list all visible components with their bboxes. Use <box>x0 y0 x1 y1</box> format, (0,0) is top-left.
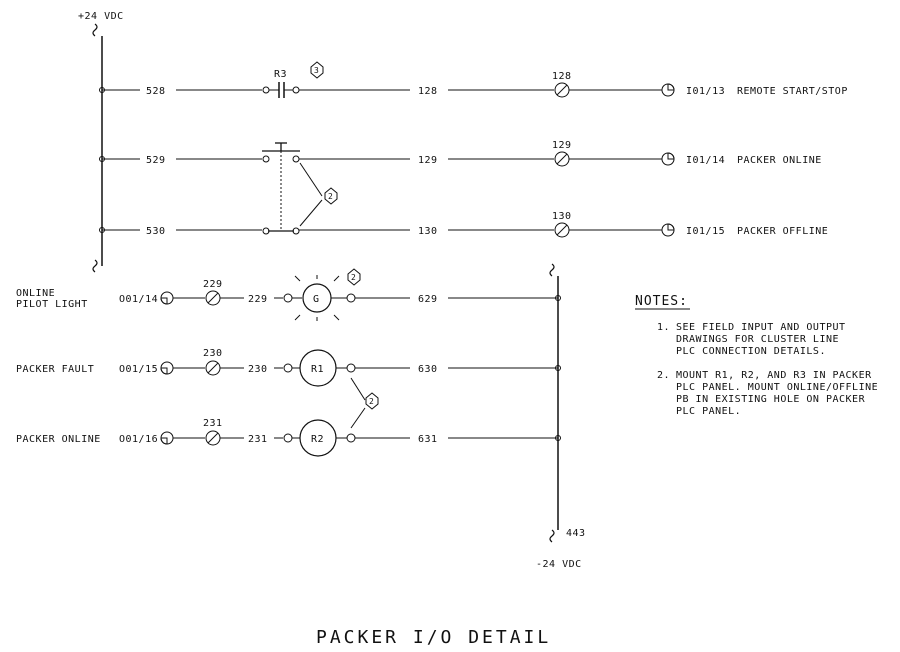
light-ray <box>333 275 340 282</box>
note-line: SEE FIELD INPUT AND OUTPUT <box>676 322 846 333</box>
drawing-title: PACKER I/O DETAIL <box>316 627 551 648</box>
device-label: R1 <box>311 364 324 375</box>
light-ray <box>294 314 301 321</box>
output-label: PACKER FAULT <box>16 364 94 375</box>
wire-number: 629 <box>418 294 438 305</box>
note-line: MOUNT R1, R2, AND R3 IN PACKER <box>676 370 872 381</box>
terminal-number: 129 <box>552 140 572 151</box>
supply-bottom-label: -24 VDC <box>536 559 582 570</box>
plc-address: I01/13 <box>686 86 725 97</box>
plc-address: I01/15 <box>686 226 725 237</box>
plc-address: O01/14 <box>119 294 158 305</box>
wire-number: 529 <box>146 155 166 166</box>
notes-heading: NOTES: <box>635 294 688 309</box>
notes-block: NOTES: 1. SEE FIELD INPUT AND OUTPUT DRA… <box>635 294 878 417</box>
wire-number: 528 <box>146 86 166 97</box>
wire-number: 231 <box>248 434 268 445</box>
note-ref: 2 <box>328 192 333 201</box>
input-label: PACKER OFFLINE <box>737 226 828 237</box>
supply-top-label: +24 VDC <box>78 11 124 22</box>
note-ref: 2 <box>369 397 374 406</box>
input-rung-2: 529 129 129 I01/14 PACKER ONLINE <box>99 140 822 167</box>
input-label: REMOTE START/STOP <box>737 86 848 97</box>
terminal-number: 231 <box>203 418 223 429</box>
terminal-number: 130 <box>552 211 572 222</box>
break-symbol <box>549 263 555 277</box>
input-rung-3: 530 130 130 I01/15 PACKER OFFLINE <box>99 211 828 238</box>
note-line: PB IN EXISTING HOLE ON PACKER <box>676 394 866 405</box>
leader-line <box>350 377 366 401</box>
note-number: 2. <box>657 370 670 381</box>
output-label: ONLINE <box>16 288 55 299</box>
wire-number: 443 <box>566 528 586 539</box>
wire-number: 631 <box>418 434 438 445</box>
terminal-number: 128 <box>552 71 572 82</box>
note-line: DRAWINGS FOR CLUSTER LINE <box>676 334 839 345</box>
terminal-number: 230 <box>203 348 223 359</box>
output-rung-1: ONLINE PILOT LIGHT O01/14 229 229 G 2 62… <box>16 268 561 321</box>
wire-number: 229 <box>248 294 268 305</box>
note-ref: 3 <box>314 66 319 75</box>
note-line: PLC PANEL. <box>676 406 741 417</box>
wire-number: 230 <box>248 364 268 375</box>
note-number: 1. <box>657 322 670 333</box>
input-rung-1: 528 R3 3 128 128 I01/13 REMOTE START/STO… <box>99 61 848 98</box>
note-line: PLC CONNECTION DETAILS. <box>676 346 826 357</box>
leader-line <box>299 199 323 227</box>
terminal-number: 229 <box>203 279 223 290</box>
light-ray <box>333 314 340 321</box>
break-symbol <box>549 529 555 543</box>
plc-address: O01/16 <box>119 434 158 445</box>
wire-number: 530 <box>146 226 166 237</box>
output-rung-3: PACKER ONLINE O01/16 231 231 R2 631 <box>16 418 561 457</box>
note-ref-hex <box>365 392 379 410</box>
note-ref-hex <box>324 187 338 205</box>
leader-line <box>299 162 323 197</box>
wire-number: 128 <box>418 86 438 97</box>
output-label: PACKER ONLINE <box>16 434 101 445</box>
note-line: PLC PANEL. MOUNT ONLINE/OFFLINE <box>676 382 878 393</box>
wire-number: 129 <box>418 155 438 166</box>
wire-number: 630 <box>418 364 438 375</box>
break-symbol <box>92 23 98 37</box>
note-ref: 2 <box>351 273 356 282</box>
light-ray <box>294 275 301 282</box>
contact-label: R3 <box>274 69 287 80</box>
device-label: G <box>313 294 320 305</box>
output-label-line2: PILOT LIGHT <box>16 299 88 310</box>
plc-address: O01/15 <box>119 364 158 375</box>
output-rung-2: PACKER FAULT O01/15 230 230 R1 630 <box>16 348 561 387</box>
leader-line <box>350 407 366 429</box>
input-label: PACKER ONLINE <box>737 155 822 166</box>
device-label: R2 <box>311 434 324 445</box>
wire-number: 130 <box>418 226 438 237</box>
plc-address: I01/14 <box>686 155 725 166</box>
break-symbol <box>92 259 98 273</box>
